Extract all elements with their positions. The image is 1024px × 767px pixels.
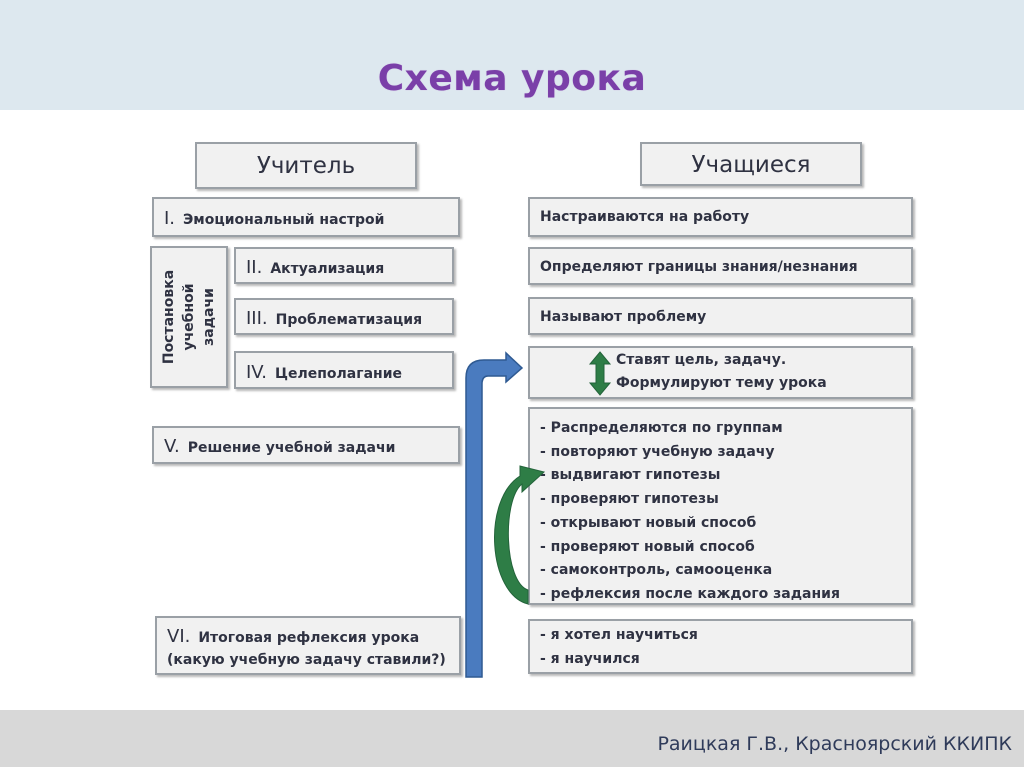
header-band [0, 0, 1024, 110]
students-tune-in: Настраиваются на работу [528, 197, 913, 237]
stage-6-final-reflection: VI.Итоговая рефлексия урока (какую учебн… [155, 616, 461, 675]
students-reflection: - я хотел научиться - я научился [528, 619, 913, 674]
students-knowledge-bounds: Определяют границы знания/незнания [528, 247, 913, 285]
slide-title: Схема урока [377, 58, 647, 99]
footer-band [0, 710, 1024, 767]
stage-2-actualization: II.Актуализация [234, 247, 454, 284]
stage-1-emotional: I.Эмоциональный настрой [152, 197, 460, 237]
blue-up-arrow [465, 351, 524, 678]
list-item: - рефлексия после каждого задания [540, 585, 840, 602]
stage-3-problematization: III.Проблематизация [234, 298, 454, 335]
list-item: - открывают новый способ [540, 514, 757, 531]
students-set-goal: Ставят цель, задачу. Формулируют тему ур… [528, 346, 913, 399]
list-item: - самоконтроль, самооценка [540, 562, 773, 579]
problem-setting-group-label: Постановка учебной задачи [150, 246, 228, 388]
footer-credit: Раицкая Г.В., Красноярский ККИПК [657, 733, 1012, 755]
teacher-header: Учитель [195, 142, 417, 189]
stage-5-task-solving: V.Решение учебной задачи [152, 426, 460, 464]
list-item: - выдвигают гипотезы [540, 467, 721, 484]
students-name-problem: Называют проблему [528, 297, 913, 335]
list-item: - проверяют гипотезы [540, 491, 719, 508]
students-solution-steps: - Распределяются по группам - повторяют … [528, 407, 913, 605]
list-item: - проверяют новый способ [540, 538, 755, 555]
list-item: - повторяют учебную задачу [540, 443, 775, 460]
stage-4-goal-setting: IV.Целеполагание [234, 351, 454, 389]
students-header: Учащиеся [640, 142, 862, 186]
list-item: - Распределяются по группам [540, 420, 783, 436]
